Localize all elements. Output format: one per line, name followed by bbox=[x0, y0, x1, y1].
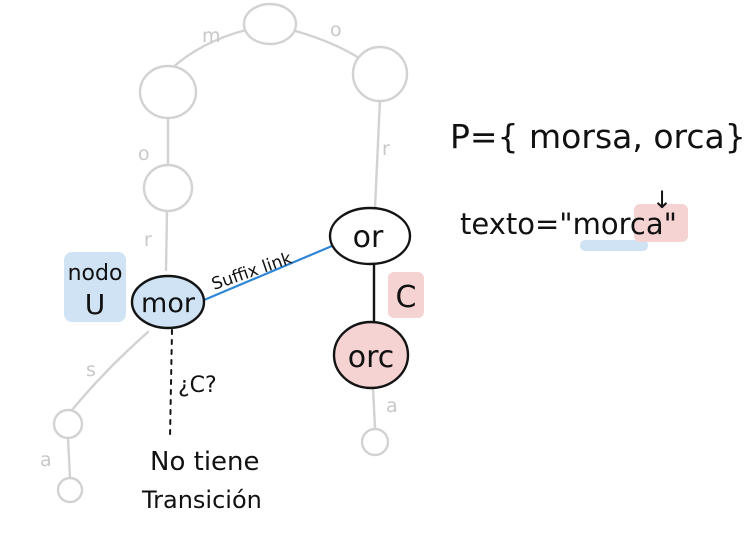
node-mors bbox=[52, 408, 84, 440]
edge-label-s: s bbox=[86, 359, 96, 381]
texto-blue-part: or bbox=[601, 207, 631, 241]
node-or-group: or bbox=[328, 206, 412, 266]
texto-blue-underline bbox=[580, 240, 648, 251]
nodo-label: nodo bbox=[68, 261, 123, 286]
node-orc bbox=[332, 320, 410, 390]
node-o bbox=[351, 45, 409, 103]
node-mor bbox=[130, 274, 206, 330]
edge-label-m: m bbox=[202, 25, 221, 47]
node-mor-group: mor bbox=[130, 274, 206, 330]
edge-label-a-right: a bbox=[386, 395, 398, 417]
missing-transition-line bbox=[169, 329, 173, 439]
c-label: C bbox=[396, 280, 417, 315]
edge-label-r-right: r bbox=[382, 138, 390, 160]
texto-arrow: ↓ bbox=[652, 186, 672, 214]
texto-string: texto="morca" bbox=[460, 207, 677, 241]
texto-prefix: texto=" bbox=[460, 207, 573, 241]
node-m bbox=[138, 64, 198, 120]
edge-label-o-right: o bbox=[330, 19, 342, 41]
texto-plain: m bbox=[573, 207, 601, 241]
suffix-link-label: Suffix link bbox=[209, 249, 295, 295]
c-highlight bbox=[388, 272, 424, 318]
node-or bbox=[328, 206, 412, 266]
node-orc-label: orc bbox=[348, 340, 395, 375]
edge-label-o-left: o bbox=[138, 143, 150, 165]
node-mor-label: mor bbox=[141, 288, 196, 319]
texto-suffix: " bbox=[664, 207, 677, 241]
node-orca bbox=[360, 427, 390, 457]
edge-label-r-left: r bbox=[144, 229, 152, 251]
trie-faint-nodes bbox=[52, 2, 409, 504]
pattern-set: P={ morsa, orca} bbox=[450, 117, 746, 156]
root-node bbox=[242, 2, 298, 46]
suffix-link-line bbox=[202, 244, 334, 302]
u-label: U bbox=[85, 288, 106, 321]
node-mo bbox=[142, 163, 194, 213]
nodo-u-highlight bbox=[64, 252, 126, 322]
trie-edge-labels: m o o r r s a a bbox=[40, 19, 398, 471]
trie-edges bbox=[66, 28, 382, 480]
transicion-label: Transición bbox=[141, 486, 262, 514]
node-morsa bbox=[56, 476, 84, 504]
question-c-label: ¿C? bbox=[178, 373, 217, 398]
edge-label-a-left: a bbox=[40, 449, 52, 471]
node-or-label: or bbox=[353, 220, 384, 255]
texto-pink-highlight bbox=[634, 204, 688, 242]
no-tiene-label: No tiene bbox=[150, 447, 260, 477]
texto-line: ↓ texto="morca" bbox=[460, 186, 688, 251]
texto-pink-part: ca bbox=[630, 207, 664, 241]
node-orc-group: orc bbox=[332, 320, 410, 390]
